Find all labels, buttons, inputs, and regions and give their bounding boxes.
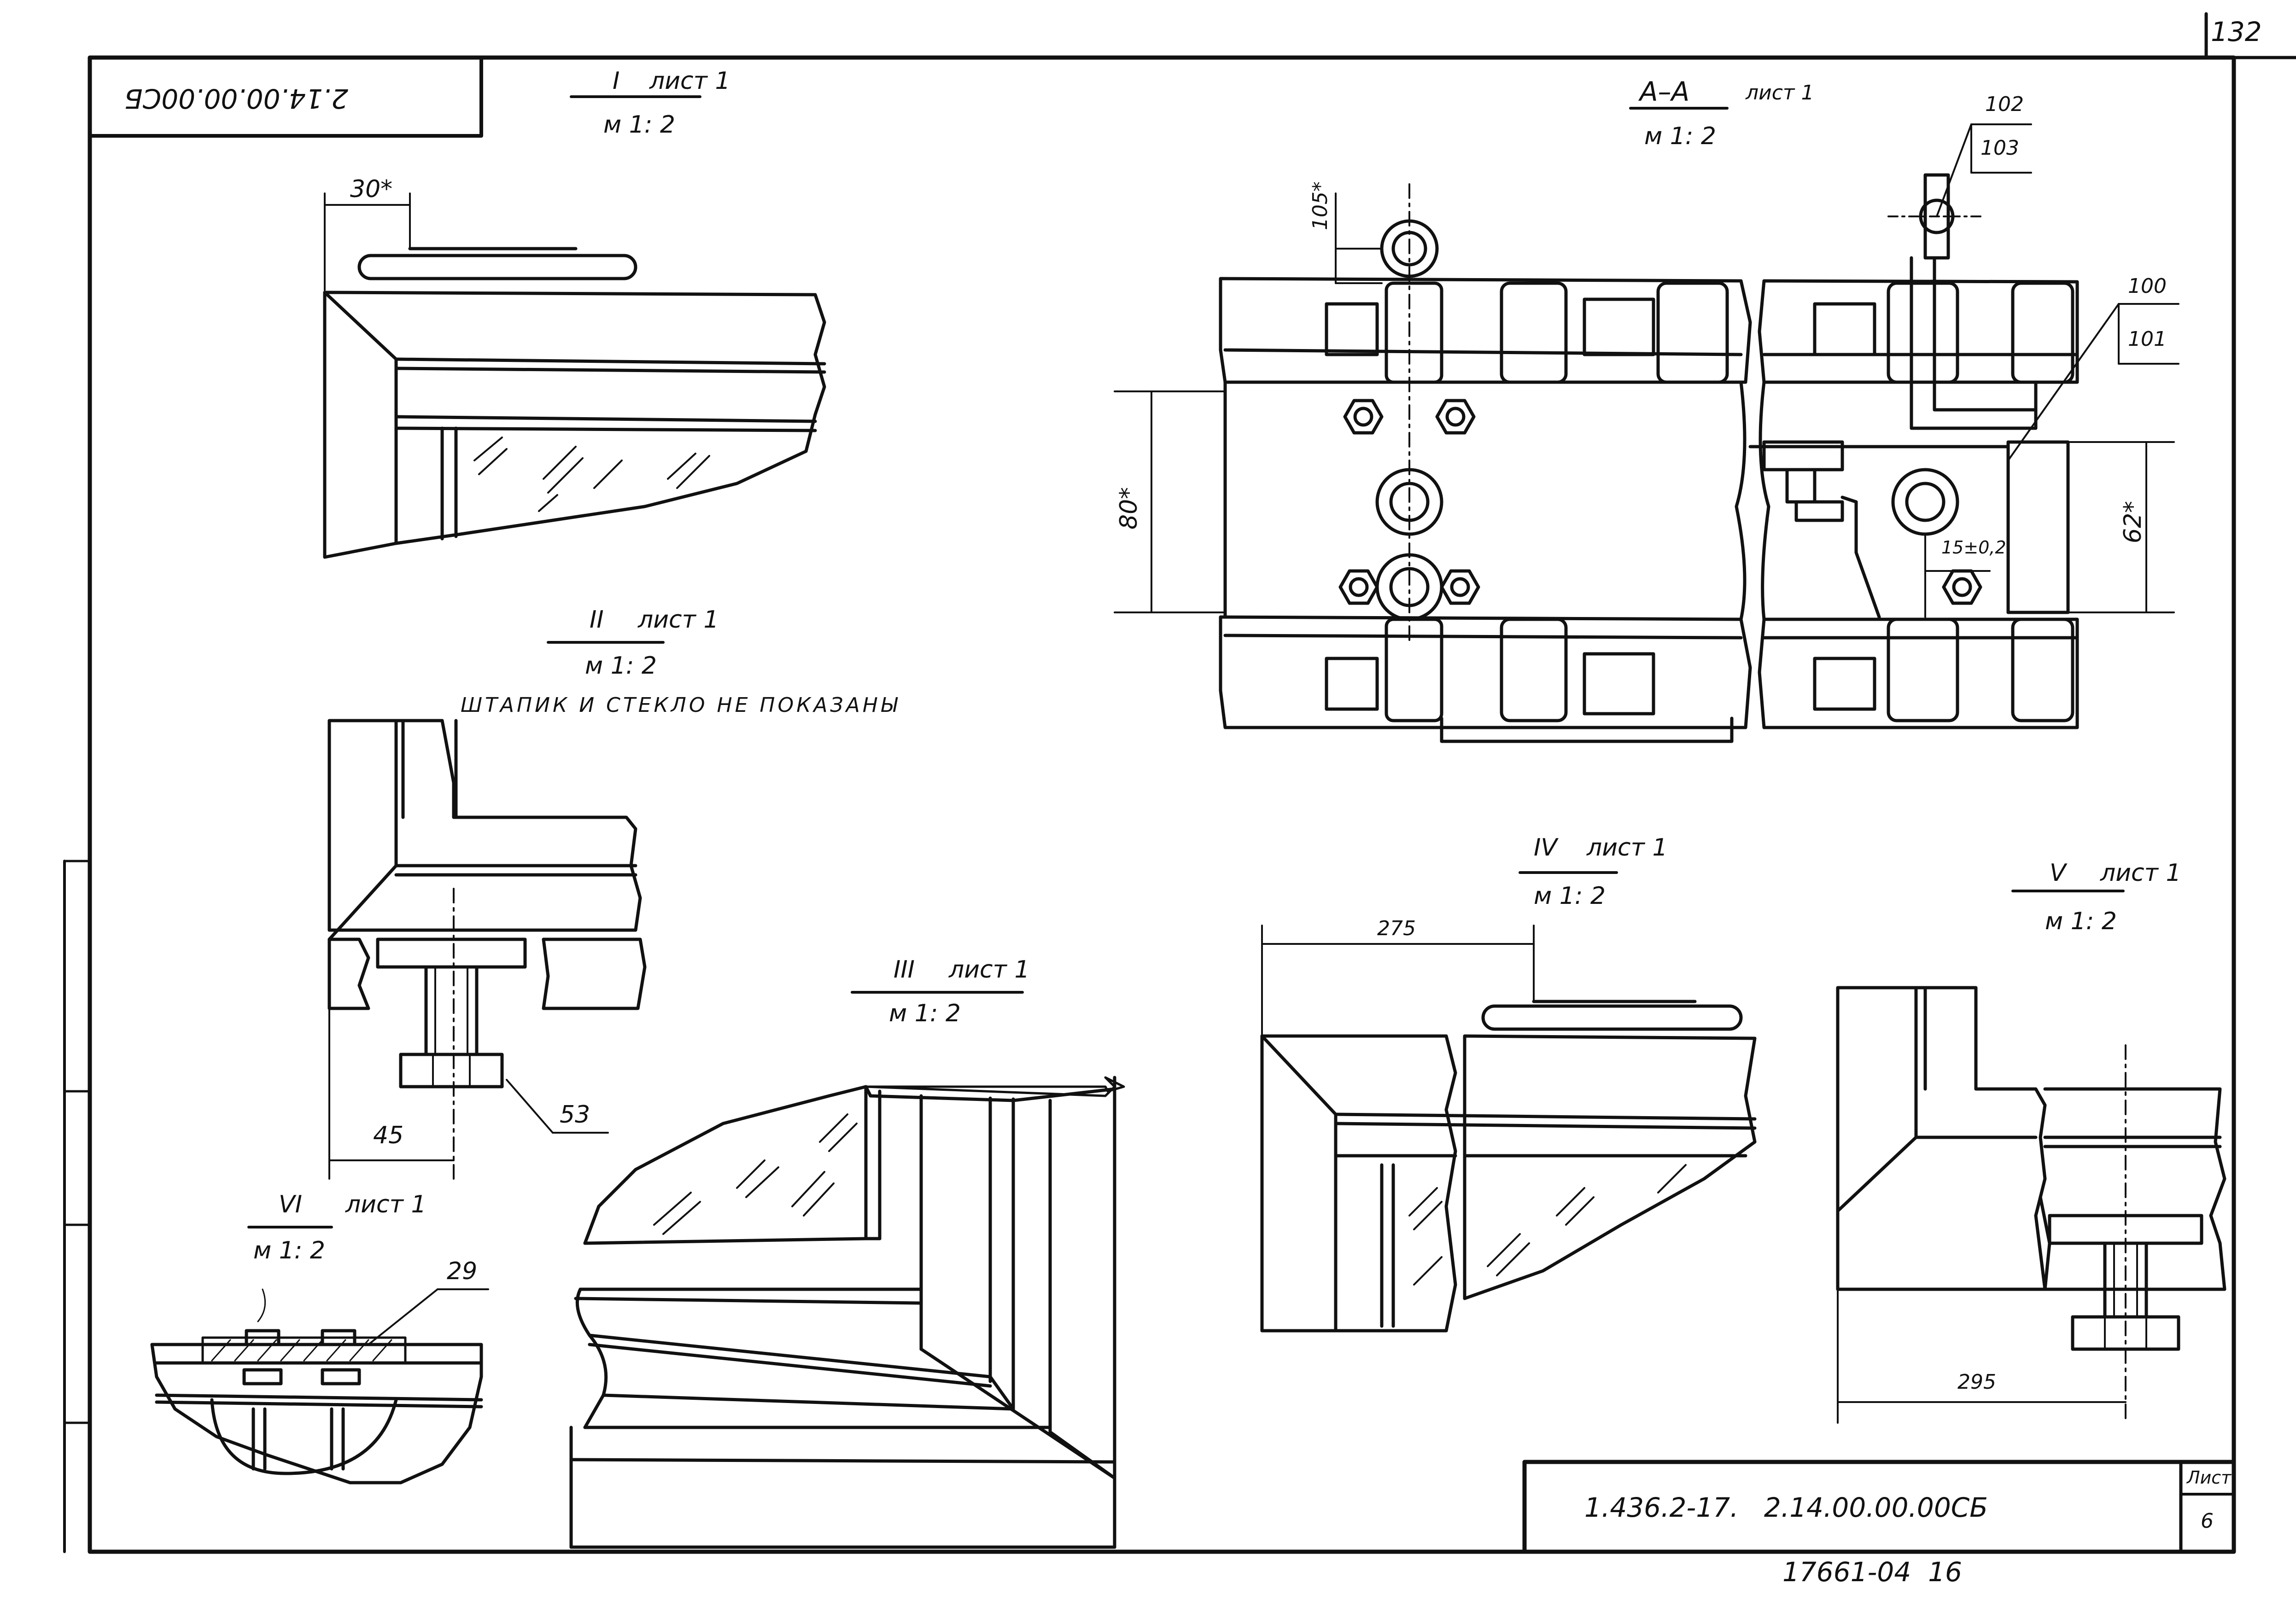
section-AA-sheet-ref: лист 1 — [1746, 81, 1814, 105]
dim-295: 295 — [1957, 1370, 1996, 1394]
bottom-note: 17661-04 16 — [1782, 1556, 1962, 1588]
view-IV — [1260, 871, 1757, 1333]
view-V — [1836, 890, 2226, 1424]
section-AA-title: А–А — [1640, 76, 1690, 107]
title-block-designation: 1.436.2-17. 2.14.00.00.00СБ — [1584, 1492, 1988, 1523]
callout-102: 102 — [1985, 93, 2024, 116]
view-I-sheet-ref: лист 1 — [649, 67, 730, 95]
dim-30: 30* — [350, 175, 393, 203]
section-A-A — [1114, 107, 2179, 743]
code-box-text: 2.14.00.00.00СБ — [124, 83, 349, 114]
dim-15: 15±0,2 — [1941, 537, 2006, 558]
view-V-title: V — [2050, 859, 2066, 887]
section-AA-scale: м 1: 2 — [1644, 122, 1716, 150]
view-IV-title: IV — [1534, 834, 1557, 862]
dim-105: 105* — [1309, 181, 1332, 230]
view-IV-scale: м 1: 2 — [1534, 882, 1606, 910]
title-block — [1522, 1460, 2236, 1554]
callout-101: 101 — [2128, 327, 2167, 351]
view-II-sheet-ref: лист 1 — [638, 606, 719, 634]
view-V-scale: м 1: 2 — [2045, 908, 2117, 935]
view-I-title: I — [613, 67, 620, 95]
view-VI — [150, 1226, 489, 1485]
title-block-sheet-value: 6 — [2201, 1509, 2214, 1533]
title-block-sheet-label: Лист — [2187, 1467, 2232, 1488]
sheet-number: 132 — [2211, 16, 2262, 47]
view-VI-scale: м 1: 2 — [253, 1237, 325, 1264]
view-III-title: III — [894, 956, 915, 984]
view-II-note: Штапик и стекло не показаны — [461, 693, 900, 717]
dim-80: 80* — [1115, 487, 1143, 530]
view-IV-sheet-ref: лист 1 — [1587, 834, 1668, 862]
view-V-sheet-ref: лист 1 — [2100, 859, 2181, 887]
view-III-scale: м 1: 2 — [889, 1000, 961, 1027]
view-II-title: II — [590, 606, 604, 634]
view-III-sheet-ref: лист 1 — [949, 956, 1030, 984]
callout-100: 100 — [2128, 274, 2167, 298]
dim-62: 62* — [2119, 501, 2147, 543]
view-I-scale: м 1: 2 — [603, 111, 675, 139]
callout-29: 29 — [447, 1258, 478, 1285]
view-II-scale: м 1: 2 — [585, 652, 657, 680]
view-VI-sheet-ref: лист 1 — [345, 1191, 426, 1218]
callout-103: 103 — [1981, 136, 2019, 160]
callout-53: 53 — [560, 1101, 590, 1129]
drawing-frame — [63, 12, 2296, 1554]
view-II — [327, 641, 665, 1180]
dim-275: 275 — [1377, 917, 1416, 940]
dim-45: 45 — [373, 1122, 404, 1149]
view-VI-title: VI — [279, 1191, 302, 1218]
view-I — [323, 95, 826, 559]
view-III — [569, 991, 1125, 1549]
